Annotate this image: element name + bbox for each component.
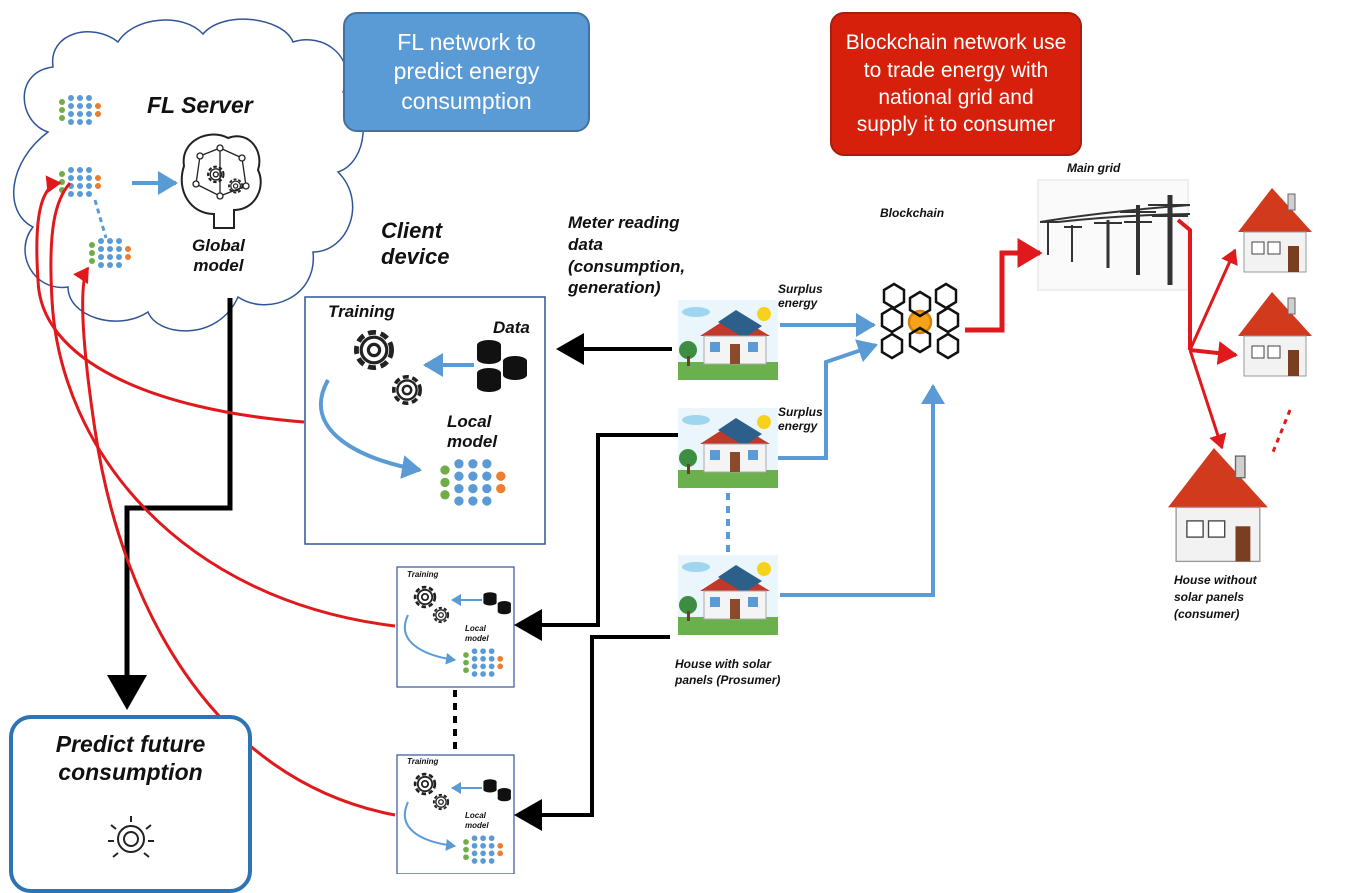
blockchain-icon — [880, 282, 960, 360]
blockchain-network-box: Blockchain network use to trade energy w… — [830, 12, 1082, 156]
mini-client-frame-2 — [396, 754, 515, 874]
diagram-canvas — [12, 18, 1313, 874]
fl-server-title: FL Server — [147, 92, 253, 118]
prosumer-house-2 — [677, 407, 779, 489]
meter-reading-label: Meter reading data (consumption, generat… — [568, 213, 686, 298]
fl-server-cloud — [12, 18, 364, 332]
blockchain-label: Blockchain — [880, 206, 945, 220]
plug-bulb-icon — [108, 816, 154, 858]
main-grid-label: Main grid — [1067, 161, 1121, 175]
client-device-frame — [304, 296, 546, 545]
data-label: Data — [493, 318, 530, 337]
client-device-title: Client device — [381, 218, 450, 270]
surplus-energy-label-1: Surplus energy — [778, 282, 823, 311]
mini-local-model-label-1: Local model — [465, 624, 489, 643]
brain-icon — [180, 133, 262, 229]
prosumer-house-1 — [677, 299, 779, 381]
predict-future-box: Predict future consumption — [9, 715, 252, 893]
training-label: Training — [328, 302, 395, 321]
mini-training-label-1: Training — [407, 570, 439, 579]
prosumer-label: House with solar panels (Prosumer) — [675, 657, 781, 688]
power-lines-icon — [1037, 179, 1191, 291]
fl-network-box: FL network to predict energy consumption — [343, 12, 590, 132]
mini-local-model-label-2: Local model — [465, 811, 489, 830]
predict-title: Predict future consumption — [55, 731, 206, 785]
mini-training-label-2: Training — [407, 757, 439, 766]
consumer-house-3 — [1167, 447, 1269, 563]
mini-client-frame-1 — [396, 566, 515, 688]
local-model-label: Local model — [447, 412, 498, 452]
consumer-house-2 — [1237, 291, 1313, 377]
consumer-house-1 — [1237, 187, 1313, 273]
prosumer-house-3 — [677, 554, 779, 636]
database-icon — [477, 340, 527, 392]
consumer-label: House without solar panels (consumer) — [1174, 573, 1257, 621]
surplus-energy-label-2: Surplus energy — [778, 405, 823, 434]
global-model-label: Global model — [192, 236, 245, 276]
